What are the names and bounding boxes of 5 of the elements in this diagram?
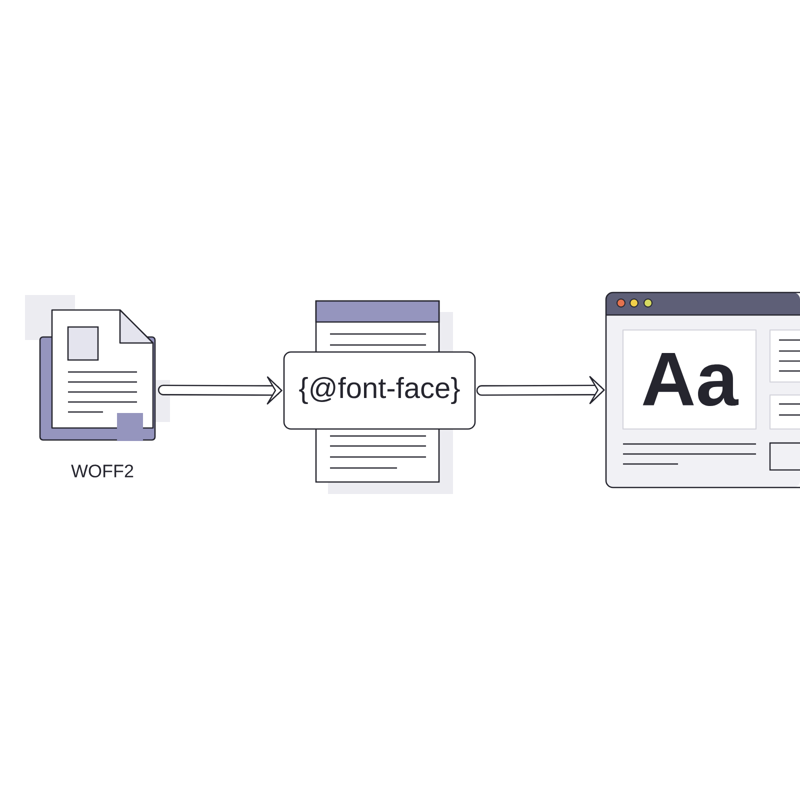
- node-label: WOFF2: [71, 464, 134, 478]
- arrow: [158, 376, 282, 405]
- code-box: {@font-face}: [283, 351, 476, 430]
- arrow: [476, 376, 605, 404]
- image-panel: Aa: [622, 330, 756, 430]
